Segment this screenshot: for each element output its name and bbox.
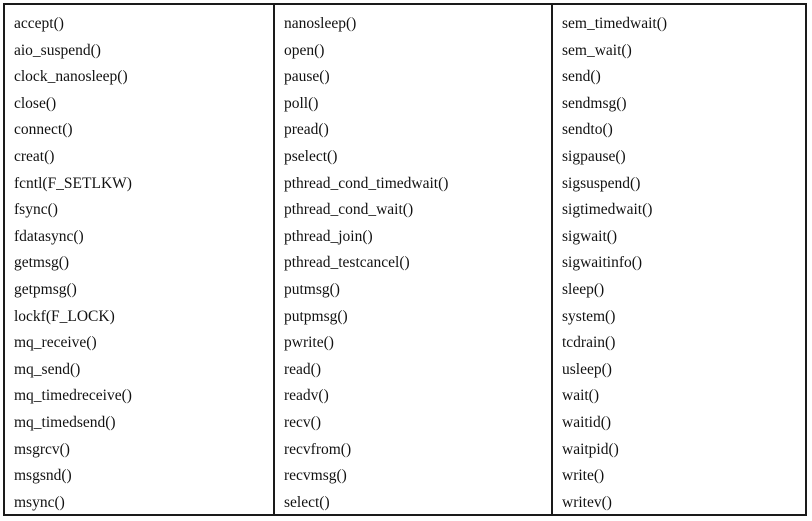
table-cell: recvfrom() [284,440,352,458]
table-cell: write() [562,467,605,485]
table-cell: sleep() [562,280,605,298]
table-cell: clock_nanosleep() [14,68,128,86]
table-cell: mq_timedreceive() [14,387,132,405]
table-cell: pthread_join() [284,227,373,245]
table-cell: pause() [284,68,330,86]
table-cell: msgrcv() [14,440,70,458]
table-cell: sigsuspend() [562,174,641,192]
table-column: nanosleep() open() pause() poll() pread(… [273,5,551,514]
table-cell: pthread_testcancel() [284,254,410,272]
table-cell: sigtimedwait() [562,201,653,219]
table-cell: sendto() [562,121,613,139]
table-cell: lockf(F_LOCK) [14,307,115,325]
table-cell: sigwaitinfo() [562,254,643,272]
table-cell: sigwait() [562,227,618,245]
table-cell: send() [562,68,601,86]
table-cell: sem_wait() [562,41,632,59]
table-cell: waitpid() [562,440,619,458]
table-cell: waitid() [562,413,612,431]
table-cell: pread() [284,121,329,139]
table-cell: system() [562,307,616,325]
table-cell: sigpause() [562,147,626,165]
table-cell: pselect() [284,147,338,165]
table-cell: open() [284,41,325,59]
table-cell: fdatasync() [14,227,84,245]
table-cell: msync() [14,493,65,511]
table-cell: mq_timedsend() [14,413,116,431]
table-cell: recv() [284,413,321,431]
table-cell: sendmsg() [562,94,627,112]
table-cell: select() [284,493,330,511]
table-cell: getmsg() [14,254,70,272]
table-cell: recvmsg() [284,467,347,485]
table-cell: writev() [562,493,612,511]
table-cell: wait() [562,387,600,405]
table-column: sem_timedwait() sem_wait() send() sendms… [551,5,805,514]
table-cell: putpmsg() [284,307,348,325]
table-cell: read() [284,360,321,378]
table-cell: pthread_cond_wait() [284,201,414,219]
table-cell: getpmsg() [14,280,77,298]
table-cell: nanosleep() [284,15,357,32]
table-cell: connect() [14,121,73,139]
table-cell: sem_timedwait() [562,15,668,32]
table-cell: aio_suspend() [14,41,101,59]
table-cell: readv() [284,387,329,405]
table-cell: fcntl(F_SETLKW) [14,174,132,192]
table-cell: tcdrain() [562,334,616,352]
table-cell: pwrite() [284,334,334,352]
table-cell: mq_send() [14,360,81,378]
table-cell: poll() [284,94,319,112]
table-cell: fsync() [14,201,58,219]
table-cell: creat() [14,147,55,165]
table-cell: putmsg() [284,280,340,298]
table-column: accept() aio_suspend() clock_nanosleep()… [5,5,273,514]
function-table: accept() aio_suspend() clock_nanosleep()… [3,3,807,516]
table-cell: accept() [14,15,64,32]
table-cell: close() [14,94,57,112]
table-cell: msgsnd() [14,467,72,485]
table-cell: pthread_cond_timedwait() [284,174,449,192]
table-cell: usleep() [562,360,612,378]
table-cell: mq_receive() [14,334,97,352]
